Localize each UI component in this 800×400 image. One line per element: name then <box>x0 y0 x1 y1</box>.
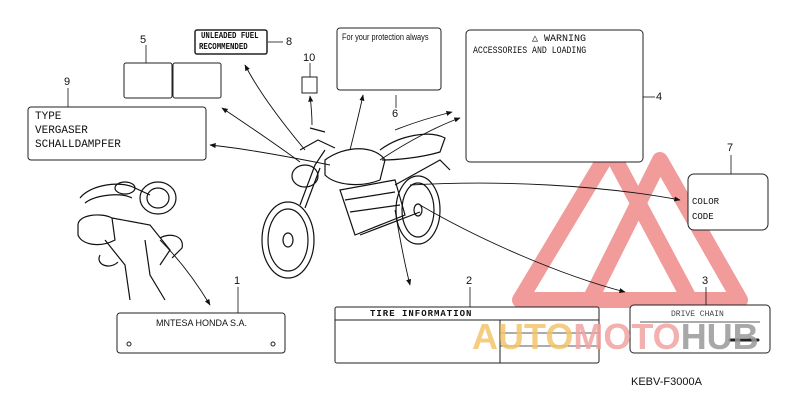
watermark-moto: MOTO <box>573 316 681 357</box>
montesa-label-text: MNTESA HONDA S.A. <box>156 318 248 328</box>
diagram-code: KEBV-F3000A <box>631 376 702 388</box>
unleaded-line-1: UNLEADED FUEL <box>201 31 259 41</box>
watermark-text: AUTOMOTOHUB <box>472 316 759 357</box>
protection-text: For your protection always <box>342 32 429 42</box>
label-9-box <box>27 106 207 161</box>
type-line-2: VERGASER <box>35 125 88 137</box>
watermark-auto: AUTO <box>472 316 574 357</box>
color-line-1: COLOR <box>692 197 720 207</box>
callout-7: 7 <box>727 142 734 154</box>
label-4-box <box>465 29 644 163</box>
label-6-box <box>336 27 442 91</box>
callout-3: 3 <box>702 275 709 287</box>
fork-sketch <box>77 181 183 301</box>
label-1-box <box>116 312 286 354</box>
drive-chain-text: DRIVE CHAIN <box>671 310 724 319</box>
type-line-1: TYPE <box>35 111 62 123</box>
warning-line-2: ACCESSORIES AND LOADING <box>473 46 587 57</box>
callout-1: 1 <box>234 275 241 287</box>
callout-9: 9 <box>64 76 71 88</box>
label-5-box-right <box>172 62 222 99</box>
label-10-box <box>301 76 318 94</box>
warning-triangle-icon: △ <box>532 34 539 45</box>
warning-line-1: △ WARNING <box>532 33 586 45</box>
callout-2: 2 <box>466 275 473 287</box>
callout-6: 6 <box>392 108 399 120</box>
warning-title: WARNING <box>544 34 587 45</box>
label-5-box-left <box>123 62 173 99</box>
callout-4: 4 <box>656 91 663 103</box>
unleaded-line-2: RECOMMENDED <box>199 42 248 52</box>
callout-10: 10 <box>303 52 316 64</box>
motorcycle-sketch <box>261 127 451 279</box>
label-8-box <box>194 29 268 55</box>
label-7-box <box>687 173 769 231</box>
type-line-3: SCHALLDAMPFER <box>35 139 121 151</box>
label-2-box <box>334 306 600 364</box>
color-line-2: CODE <box>692 212 714 222</box>
callout-5: 5 <box>140 34 147 46</box>
callout-8: 8 <box>286 36 293 48</box>
tire-info-text: TIRE INFORMATION <box>370 309 473 319</box>
watermark-hub: HUB <box>680 316 759 357</box>
leader-arrows <box>159 64 681 306</box>
